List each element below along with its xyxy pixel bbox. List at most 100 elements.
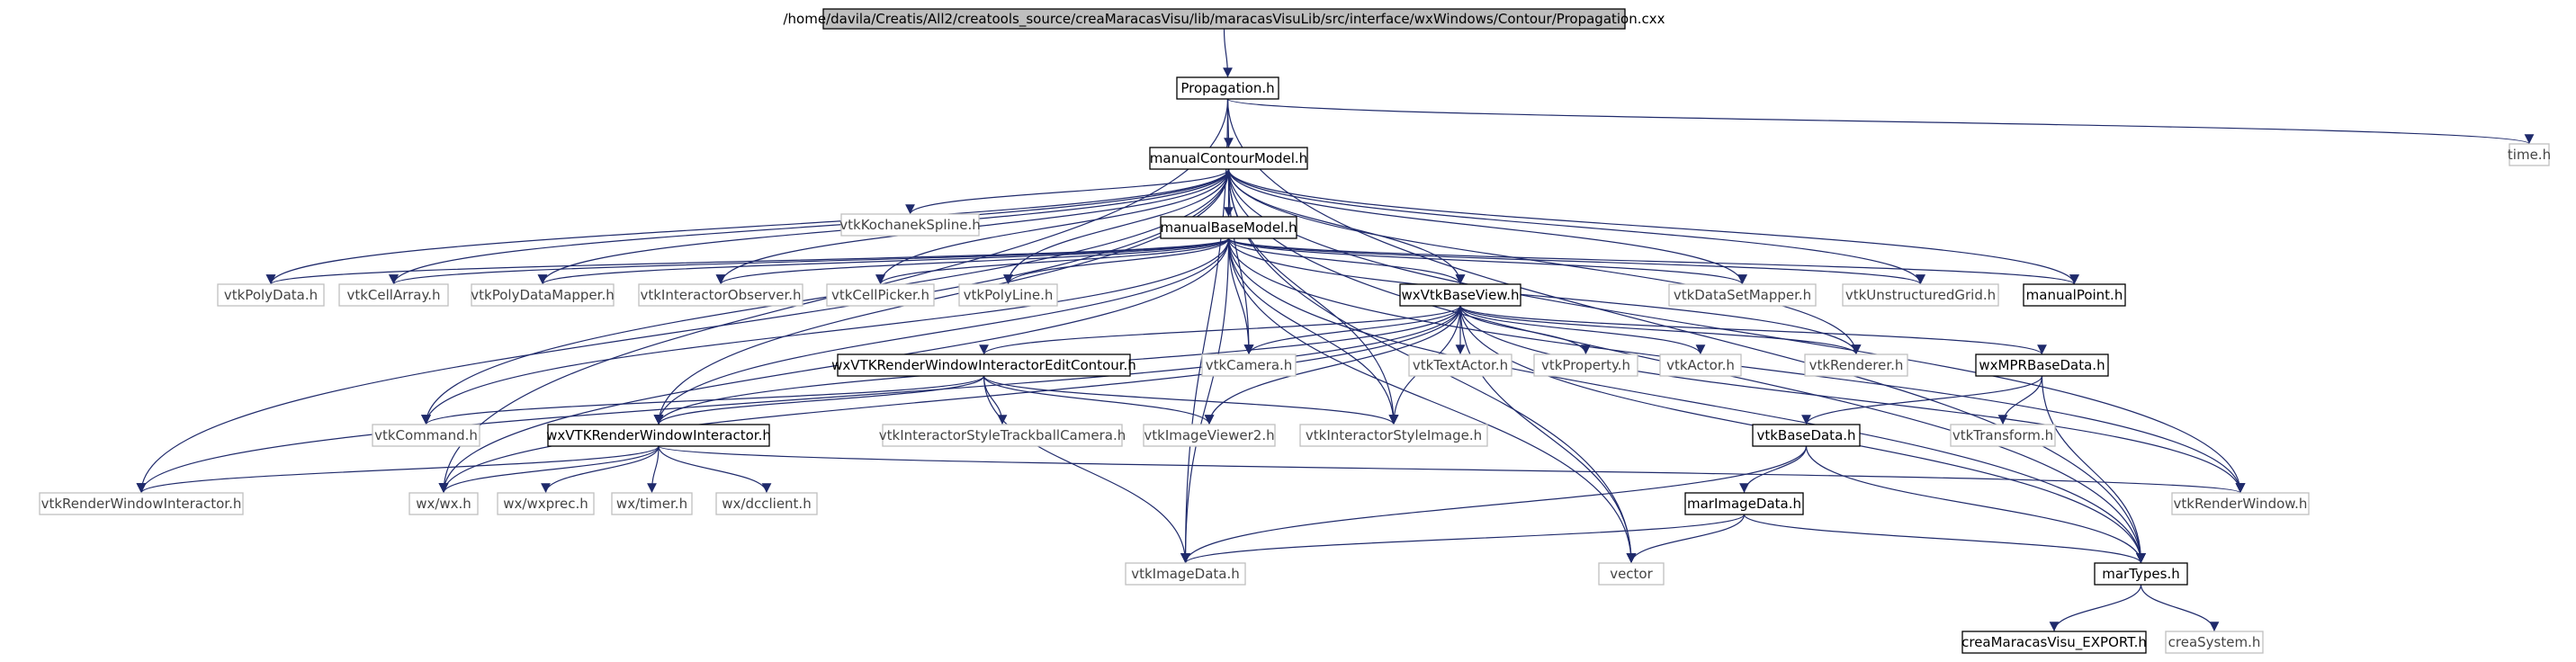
node-label: vtkRenderWindow.h [2174,496,2308,512]
node-box [611,492,693,515]
edge-vtkbasedata_h-to-vtkimagedata_h [1180,445,1808,564]
edge-manualbasemodel_h-to-vtkcellpicker_h [875,237,1230,285]
edge-wxvtkbaseview_h-to-wx_wx_h [438,305,1461,494]
node-propagation-h[interactable]: Propagation.h [1176,76,1279,100]
edge-manualcontourmodel_h-to-vtkcamera_h [1227,168,1254,355]
node-label: vtkTextActor.h [1413,357,1508,373]
node-label: vector [1610,566,1653,582]
edge-wxvtkbaseview_h-to-wxmprbasedata_h [1459,305,2047,355]
node-box [1299,424,1488,447]
node-box [715,492,818,515]
edge-wxvtkrenderwindowinteractor_h-to-wx_wxprec_h [541,445,660,494]
node-creamaracasvisu-export-h[interactable]: creaMaracasVisu_EXPORT.h [1961,631,2147,654]
node-label: vtkActor.h [1666,357,1735,373]
node-vtkrenderer-h: vtkRenderer.h [1804,353,1908,377]
edge-manualbasemodel_h-to-vtkcamera_h [1227,237,1254,355]
node-wx-dcclient-h: wx/dcclient.h [715,492,818,515]
edge-wxvtkbaseview_h-to-vtkrenderwindowinteractor_h [136,305,1461,494]
node-box [217,283,325,307]
node-box [1975,353,2109,377]
edge-manualbasemodel_h-to-vtkunstructuredgrid_h [1227,237,1925,285]
node-box [1684,492,1804,515]
node-label: vtkCommand.h [374,427,478,443]
node-box [837,353,1131,377]
node-vtkimagedata-h: vtkImageData.h [1125,562,1246,586]
edge-wxvtkbaseview_h-to-vtkrenderwindow_h [1459,305,2246,494]
node-label: vtkTransform.h [1952,427,2053,443]
edge-wxvtkrenderwindowinteractor_h-to-wx_wx_h [438,445,660,494]
edge-manualcontourmodel_h-to-vtkpolydata_h [265,168,1230,285]
node-manualcontourmodel-h[interactable]: manualContourModel.h [1149,147,1308,170]
node-box [1804,353,1908,377]
edge-wxvtkrenderwindowinteractor_h-to-wx_dcclient_h [658,445,772,494]
edge-wxvtkrenderwindowinteractor_h-to-vtkrenderwindowinteractor_h [136,445,660,494]
node-box [1533,353,1638,377]
edge-vtkbasedata_h-to-marimagedata_h [1739,445,1808,494]
node-wx-wxprec-h: wx/wxprec.h [497,492,595,515]
edge-wxvtkrenderwindowinteractoreditcontour_h-to-vtkinteractorstyleimage_h [983,375,1399,425]
node-vtkcellarray-h: vtkCellArray.h [338,283,449,307]
node-box [1668,283,1817,307]
node-vtkactor-h: vtkActor.h [1659,353,1742,377]
node-label: wx/wx.h [416,496,471,512]
node-box [1399,283,1521,307]
node-label: vtkDataSetMapper.h [1674,287,1811,303]
node-vtkimageviewer2-h: vtkImageViewer2.h [1143,424,1276,447]
edge-manualcontourmodel_h-to-vtkrenderer_h [1227,168,1862,355]
node-label: wxVtkBaseView.h [1402,287,1520,303]
node-box [1598,562,1665,586]
edge-marimagedata_h-to-vector [1626,514,1746,564]
edge-manualcontourmodel_h-to-vtkcellpicker_h [875,168,1230,285]
node-manualbasemodel-h[interactable]: manualBaseModel.h [1160,216,1297,239]
node-vtktextactor-h: vtkTextActor.h [1408,353,1512,377]
edge-manualcontourmodel_h-to-vtkunstructuredgrid_h [1227,168,1925,285]
edge-vtkbasedata_h-to-martypes_h [1805,445,2146,564]
edge-wxvtkrenderwindowinteractoreditcontour_h-to-vtkcommand_h [421,375,985,425]
edge-marimagedata_h-to-vtkimagedata_h [1180,514,1746,564]
node-label: vtkCamera.h [1206,357,1293,373]
node-wxvtkbaseview-h[interactable]: wxVtkBaseView.h [1399,283,1521,307]
node-box [408,492,479,515]
node-label: vtkCellArray.h [346,287,440,303]
node-root[interactable]: /home/davila/Creatis/All2/creatools_sour… [783,8,1665,30]
node-manualpoint-h[interactable]: manualPoint.h [2023,283,2126,307]
node-label: marTypes.h [2102,566,2180,582]
node-box [2171,492,2310,515]
node-vtkrenderwindow-h: vtkRenderWindow.h [2171,492,2310,515]
node-box [1125,562,1246,586]
node-time-h: time.h [2508,143,2551,166]
node-label: creaMaracasVisu_EXPORT.h [1961,634,2147,651]
node-marimagedata-h[interactable]: marImageData.h [1684,492,1804,515]
edge-wxvtkrenderwindowinteractoreditcontour_h-to-vtkimageviewer2_h [983,375,1215,425]
node-label: wxVTKRenderWindowInteractor.h [546,427,771,443]
node-label: vtkBaseData.h [1756,427,1855,443]
node-box [1176,76,1279,100]
node-vtkrenderwindowinteractor-h: vtkRenderWindowInteractor.h [39,492,244,515]
node-label: time.h [2508,147,2551,163]
node-vtkpolydatamapper-h: vtkPolyDataMapper.h [471,283,615,307]
node-box [1143,424,1276,447]
node-wxmprbasedata-h[interactable]: wxMPRBaseData.h [1975,353,2109,377]
edge-manualcontourmodel_h-to-vtkdatasetmapper_h [1227,168,1747,285]
node-box [497,492,595,515]
node-label: vtkUnstructuredGrid.h [1845,287,1996,303]
node-vtkbasedata-h[interactable]: vtkBaseData.h [1752,424,1861,447]
node-label: marImageData.h [1687,496,1801,512]
node-wxvtkrenderwindowinteractoreditcontour-h[interactable]: wxVTKRenderWindowInteractorEditContour.h [831,353,1136,377]
edge-manualbasemodel_h-to-vtkinteractorstyleimage_h [1227,237,1399,425]
node-wxvtkrenderwindowinteractor-h[interactable]: wxVTKRenderWindowInteractor.h [546,424,771,447]
edge-manualcontourmodel_h-to-vtkcellarray_h [389,168,1230,285]
node-box [1659,353,1742,377]
edge-manualcontourmodel_h-to-vtkkochanekspline_h [905,168,1230,215]
node-box [2023,283,2126,307]
node-box [2165,631,2264,654]
node-wx-wx-h: wx/wx.h [408,492,479,515]
node-label: wx/timer.h [616,496,687,512]
edge-manualbasemodel_h-to-vtkcommand_h [421,237,1230,425]
edge-wxvtkrenderwindowinteractoreditcontour_h-to-vtkimagedata_h [983,375,1190,564]
edge-propagation_h-to-time_h [1226,98,2534,145]
node-martypes-h[interactable]: marTypes.h [2094,562,2188,586]
node-label: vtkInteractorObserver.h [640,287,801,303]
edge-manualbasemodel_h-to-vtkpolydata_h [266,237,1230,285]
node-box [1950,424,2056,447]
